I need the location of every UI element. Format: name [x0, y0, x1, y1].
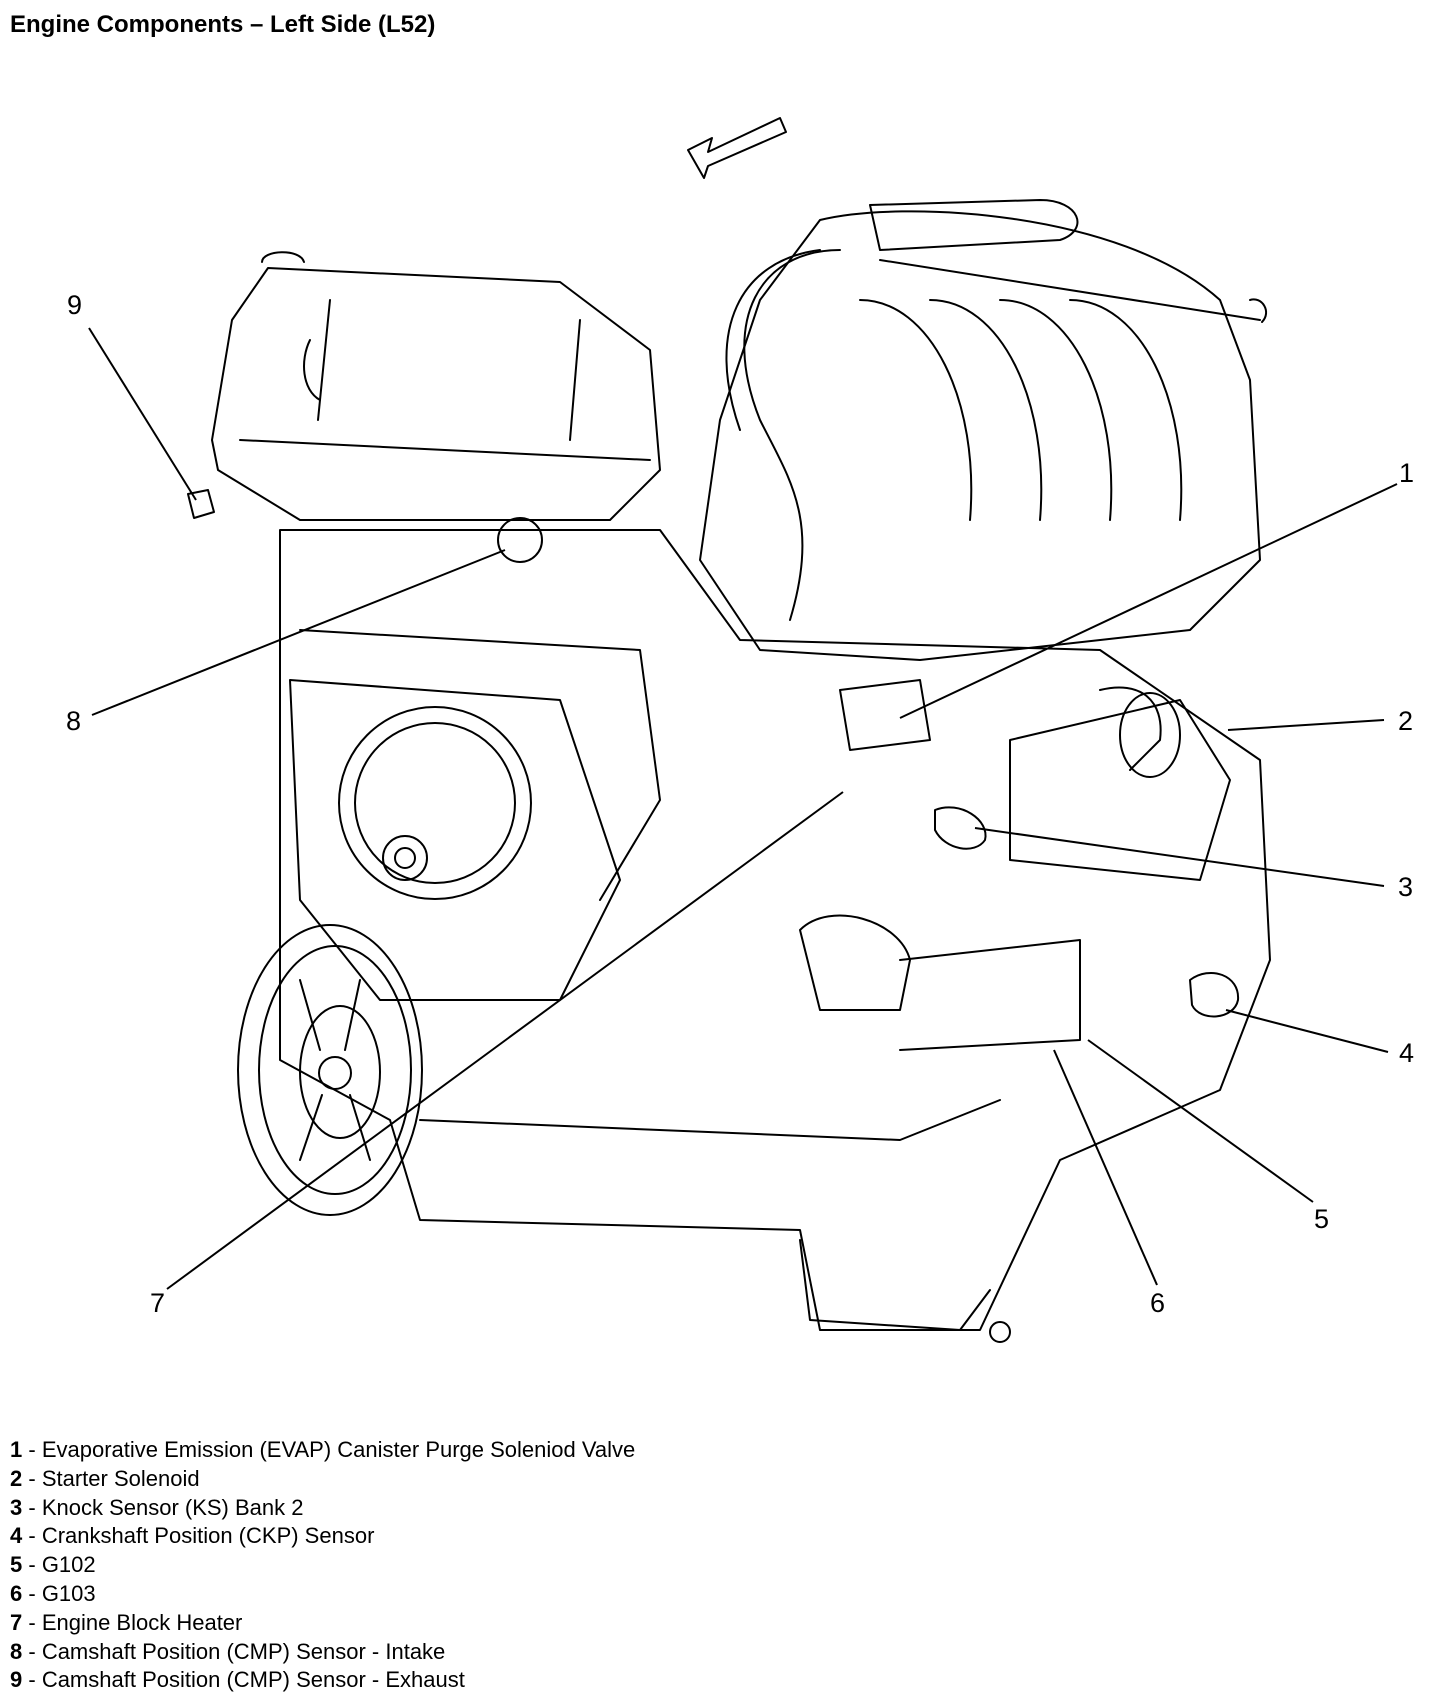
legend-item-7: 7 - Engine Block Heater — [10, 1609, 1110, 1638]
legend-number: 9 — [10, 1667, 23, 1693]
legend-separator: - — [22, 1638, 42, 1664]
callout-number-4: 4 — [1399, 1038, 1414, 1068]
callout-number-2: 2 — [1398, 706, 1413, 736]
legend-item-8: 8 - Camshaft Position (CMP) Sensor - Int… — [10, 1638, 1110, 1667]
legend-description: Camshaft Position (CMP) Sensor - Exhaust — [41, 1667, 465, 1693]
legend: 1 - Evaporative Emission (EVAP) Canister… — [10, 1436, 1110, 1695]
legend-number: 5 — [10, 1552, 23, 1578]
callout-number-5: 5 — [1314, 1204, 1329, 1234]
leader-line-3 — [974, 827, 1385, 887]
legend-item-4: 4 - Crankshaft Position (CKP) Sensor — [10, 1522, 1110, 1551]
leader-line-6 — [1053, 1049, 1158, 1286]
legend-description: Camshaft Position (CMP) Sensor - Intake — [41, 1638, 446, 1664]
callout-number-8: 8 — [66, 706, 81, 736]
callout-number-1: 1 — [1399, 458, 1414, 488]
crankshaft-pulley — [237, 924, 423, 1216]
legend-item-3: 3 - Knock Sensor (KS) Bank 2 — [10, 1494, 1110, 1523]
legend-separator: - — [22, 1580, 42, 1606]
leader-line-2 — [1227, 719, 1385, 731]
legend-separator: - — [22, 1465, 42, 1491]
legend-separator: - — [22, 1523, 42, 1549]
legend-separator: - — [22, 1437, 42, 1462]
leader-line-8 — [91, 549, 506, 716]
legend-number: 4 — [10, 1523, 23, 1549]
leader-line-9 — [88, 327, 197, 501]
legend-number: 2 — [10, 1465, 23, 1491]
leader-lines — [88, 327, 1398, 1290]
intake-manifold — [699, 210, 1261, 661]
leader-line-7 — [166, 791, 844, 1290]
leader-line-5 — [1087, 1039, 1314, 1203]
legend-description: G102 — [41, 1552, 96, 1578]
callout-number-9: 9 — [67, 290, 82, 320]
callout-number-3: 3 — [1398, 872, 1413, 902]
legend-number: 7 — [10, 1609, 23, 1635]
callout-number-7: 7 — [150, 1288, 165, 1318]
legend-description: Knock Sensor (KS) Bank 2 — [41, 1494, 304, 1520]
legend-separator: - — [22, 1609, 42, 1635]
legend-description: Evaporative Emission (EVAP) Canister Pur… — [41, 1437, 636, 1462]
leader-line-1 — [899, 483, 1398, 719]
legend-description: Engine Block Heater — [41, 1609, 243, 1635]
legend-description: G103 — [41, 1580, 96, 1606]
legend-item-1: 1 - Evaporative Emission (EVAP) Canister… — [10, 1436, 1110, 1465]
engine-illustration — [187, 117, 1271, 1343]
legend-description: Crankshaft Position (CKP) Sensor — [41, 1523, 375, 1549]
legend-number: 3 — [10, 1494, 23, 1520]
legend-separator: - — [22, 1552, 42, 1578]
direction-arrow — [687, 117, 787, 179]
diagram-title: Engine Components – Left Side (L52) — [10, 11, 436, 38]
legend-number: 8 — [10, 1638, 23, 1664]
legend-number: 1 — [10, 1437, 23, 1462]
callout-number-6: 6 — [1150, 1288, 1165, 1318]
legend-number: 6 — [10, 1580, 23, 1606]
legend-separator: - — [22, 1667, 42, 1693]
legend-description: Starter Solenoid — [41, 1465, 200, 1491]
engine-diagram: 1 2 3 4 5 6 7 8 9 — [66, 117, 1414, 1343]
water-pump-pulley — [338, 706, 532, 900]
starter-motor — [1009, 699, 1231, 881]
legend-item-9: 9 - Camshaft Position (CMP) Sensor - Exh… — [10, 1666, 1110, 1695]
leader-line-4 — [1225, 1009, 1389, 1053]
legend-item-6: 6 - G103 — [10, 1580, 1110, 1609]
legend-separator: - — [22, 1494, 42, 1520]
valve-cover — [211, 267, 661, 521]
legend-item-2: 2 - Starter Solenoid — [10, 1465, 1110, 1494]
legend-item-5: 5 - G102 — [10, 1551, 1110, 1580]
callout-numbers: 1 2 3 4 5 6 7 8 9 — [66, 290, 1414, 1318]
